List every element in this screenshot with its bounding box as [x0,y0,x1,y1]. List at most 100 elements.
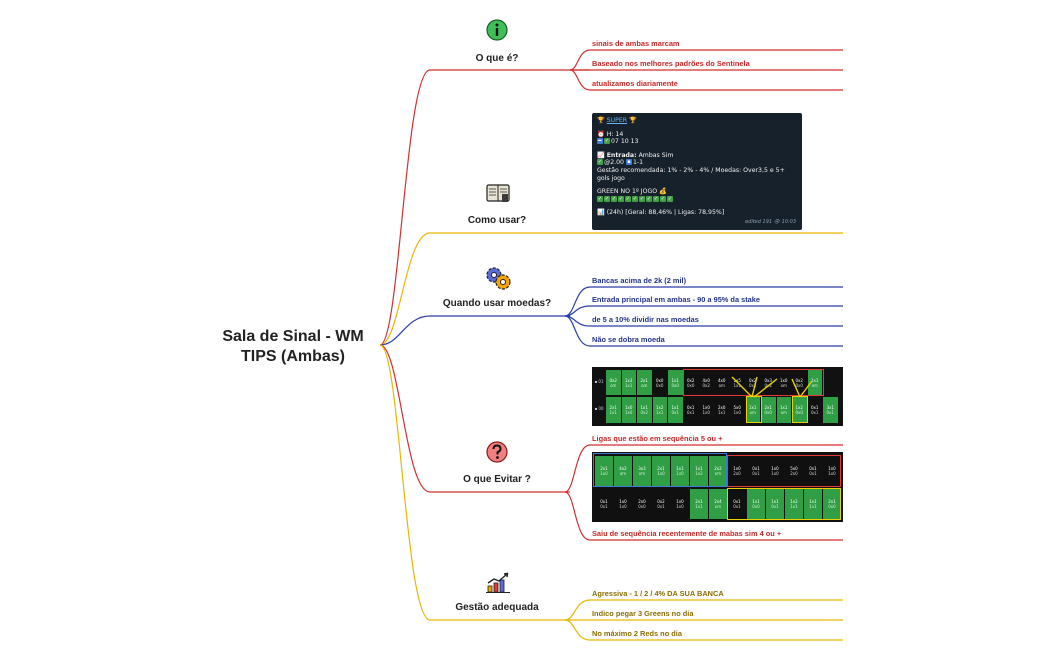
leaf-bancas-acima[interactable]: Bancas acima de 2k (2 mil) [592,276,687,285]
leaf-agressiva[interactable]: Agressiva - 1 / 2 / 4% DA SUA BANCA [592,589,724,598]
grid-row-label: ▪ 01 [594,379,604,384]
card-green: GREEN NO 1º JOGO [597,188,658,196]
branch-quando-usar-moedas[interactable]: Quando usar moedas? [442,298,552,309]
connector-gestao [379,344,570,621]
card-hour: H: 14 [606,130,624,138]
annotation-arrows [731,376,813,398]
card-odds: @2.00 [604,159,624,167]
question-icon [486,441,508,463]
leaf-tres-greens[interactable]: Indico pegar 3 Greens no dia [592,609,694,618]
card-footer: edited 191 👁 10:03 [745,219,796,226]
connector-como-usar [379,232,843,346]
card-management: Gestão recomendada: 1% - 2% - 4% / Moeda… [597,166,785,182]
root-title-line2: TIPS (Ambas) [240,348,345,365]
grid-row-label: ▪ 00 [594,406,604,411]
check-icon: ✓ [597,159,603,166]
branch-o-que-evitar[interactable]: O que Evitar ? [463,474,531,485]
leaf-sinais-ambas[interactable]: sinais de ambas marcam [592,39,680,48]
leaf-baseado-sentinela[interactable]: Baseado nos melhores padrões do Sentinel… [592,59,750,68]
card-times: 07 10 13 [611,138,639,146]
leaf-dois-reds[interactable]: No máximo 2 Reds no dia [592,629,682,638]
branch-gestao-adequada[interactable]: Gestão adequada [455,602,539,613]
money-bag-icon: 💰 [659,188,667,196]
connector-quando-usar [379,315,570,346]
leaf-atualizamos[interactable]: atualizamos diariamente [592,79,678,88]
leaf-ligas-sequencia[interactable]: Ligas que estão em sequência 5 ou + [592,434,723,443]
branch-o-que-e[interactable]: O que é? [475,53,519,64]
leaf-saiu-sequencia[interactable]: Saiu de sequência recentemente de mabas … [592,529,782,538]
root-topic[interactable]: Sala de Sinal - WM TIPS (Ambas) [208,327,378,367]
green-checks-row: ✓✓✓✓✓✓✓✓✓✓✓ [597,195,673,202]
info-icon [486,19,508,41]
growth-chart-icon [486,572,510,593]
gears-icon [486,267,511,290]
score-icon: ▪ [625,159,632,166]
leaf-nao-dobra[interactable]: Não se dobra moeda [592,335,665,344]
trophy-icon: 🏆 [597,117,605,124]
highlight-box [593,453,727,487]
card-header[interactable]: SUPER [606,117,628,124]
chart-icon: 📈 [597,151,605,159]
connector-o-que-evitar [379,344,570,493]
leaf-dividir-moedas[interactable]: de 5 a 10% dividir nas moedas [592,315,699,324]
branch-como-usar[interactable]: Como usar? [467,215,527,226]
root-title-line1: Sala de Sinal - WM [222,328,364,345]
check-icon: ✓ [604,138,610,145]
highlight-box [727,488,841,520]
card-entry-value: Ambas Sim [638,151,674,159]
book-icon [486,184,510,202]
connector-o-que-e [379,69,590,346]
clock-icon: ⏰ [597,130,605,138]
card-score: 1-1 [632,159,644,167]
leaf-entrada-principal[interactable]: Entrada principal em ambas - 90 a 95% da… [592,295,761,304]
